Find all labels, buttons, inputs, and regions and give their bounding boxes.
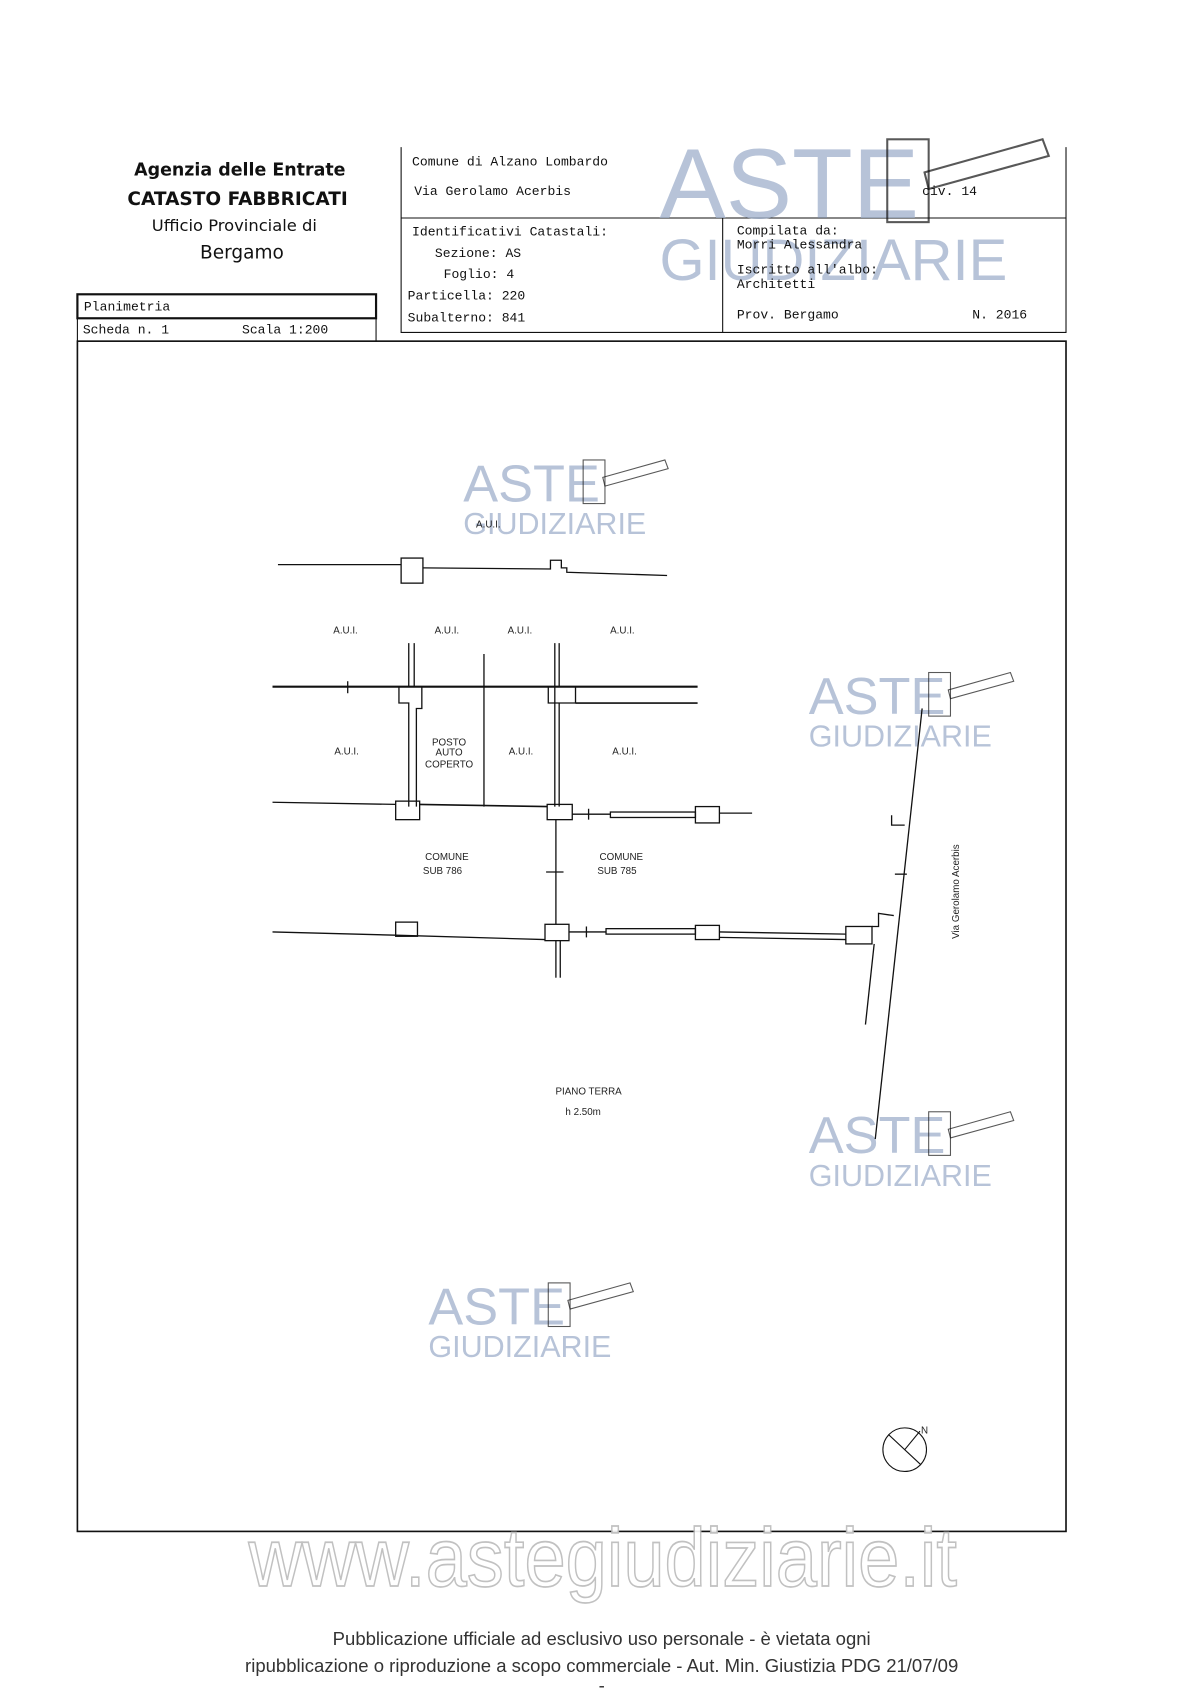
catasto-title: CATASTO FABBRICATI xyxy=(127,189,347,210)
site-watermark: www.astegiudiziarie.it xyxy=(248,1511,957,1604)
footer-line-1: Pubblicazione ufficiale ad esclusivo uso… xyxy=(333,1628,871,1649)
foglio-value: Foglio: 4 xyxy=(444,267,515,282)
aui-label: A.U.I. xyxy=(333,625,358,636)
aui-label: A.U.I. xyxy=(334,746,359,757)
posto-auto-label: AUTO xyxy=(436,747,463,758)
scheda-label: Scheda n. 1 xyxy=(83,323,169,338)
comune-786-label: SUB 786 xyxy=(423,866,463,877)
comune-label: Comune di Alzano Lombardo xyxy=(412,155,608,170)
sezione-value: Sezione: AS xyxy=(435,246,521,261)
aui-label: A.U.I. xyxy=(612,746,637,757)
compilata-name: Morri Alessandra xyxy=(737,238,863,253)
agency-name: Agenzia delle Entrate xyxy=(134,160,345,180)
comune-786-label: COMUNE xyxy=(425,852,469,863)
planimetria-label: Planimetria xyxy=(84,300,170,315)
scala-label: Scala 1:200 xyxy=(242,323,328,338)
civico-label: civ. 14 xyxy=(922,184,977,199)
aui-label: A.U.I. xyxy=(435,625,460,636)
via-label: Via Gerolamo Acerbis xyxy=(414,184,571,199)
plan-frame xyxy=(76,340,1067,1533)
comune-785-label: SUB 785 xyxy=(597,866,637,877)
watermark-logo xyxy=(808,1106,1015,1194)
particella-value: Particella: 220 xyxy=(408,289,526,304)
aui-label: A.U.I. xyxy=(610,625,635,636)
albo-label: Iscritto all'albo: xyxy=(737,263,878,278)
agency-header: Agenzia delle Entrate CATASTO FABBRICATI… xyxy=(127,160,347,263)
numero-label: N. 2016 xyxy=(972,307,1027,322)
north-arrow-icon: N xyxy=(882,1425,928,1473)
info-box xyxy=(400,147,1067,333)
ufficio-label: Ufficio Provinciale di xyxy=(152,216,317,235)
height-label: h 2.50m xyxy=(565,1107,600,1118)
city-name: Bergamo xyxy=(200,242,284,263)
footer-line-3: - xyxy=(599,1675,605,1696)
prov-label: Prov. Bergamo xyxy=(737,307,839,322)
watermark-logo xyxy=(808,667,1015,755)
comune-785-label: COMUNE xyxy=(600,852,644,863)
aui-label: A.U.I. xyxy=(476,520,501,531)
watermark-logo xyxy=(427,1277,634,1365)
aui-label: A.U.I. xyxy=(508,625,532,636)
posto-auto-label: POSTO xyxy=(432,738,466,749)
north-label: N xyxy=(921,1425,928,1436)
street-label: Via Gerolamo Acerbis xyxy=(951,844,962,939)
footer-line-2: ripubblicazione o riproduzione a scopo c… xyxy=(245,1655,958,1676)
subalterno-value: Subalterno: 841 xyxy=(408,311,526,326)
identificativi-title: Identificativi Catastali: xyxy=(412,224,608,239)
albo-value: Architetti xyxy=(737,277,816,292)
aui-label: A.U.I. xyxy=(509,746,534,757)
posto-auto-label: COPERTO xyxy=(425,759,473,770)
floor-label: PIANO TERRA xyxy=(555,1086,622,1097)
floor-plan: A.U.I. A.U.I. A.U.I. A.U.I. A.U.I. A.U.I… xyxy=(272,520,962,1140)
compilata-label: Compilata da: xyxy=(737,223,839,238)
